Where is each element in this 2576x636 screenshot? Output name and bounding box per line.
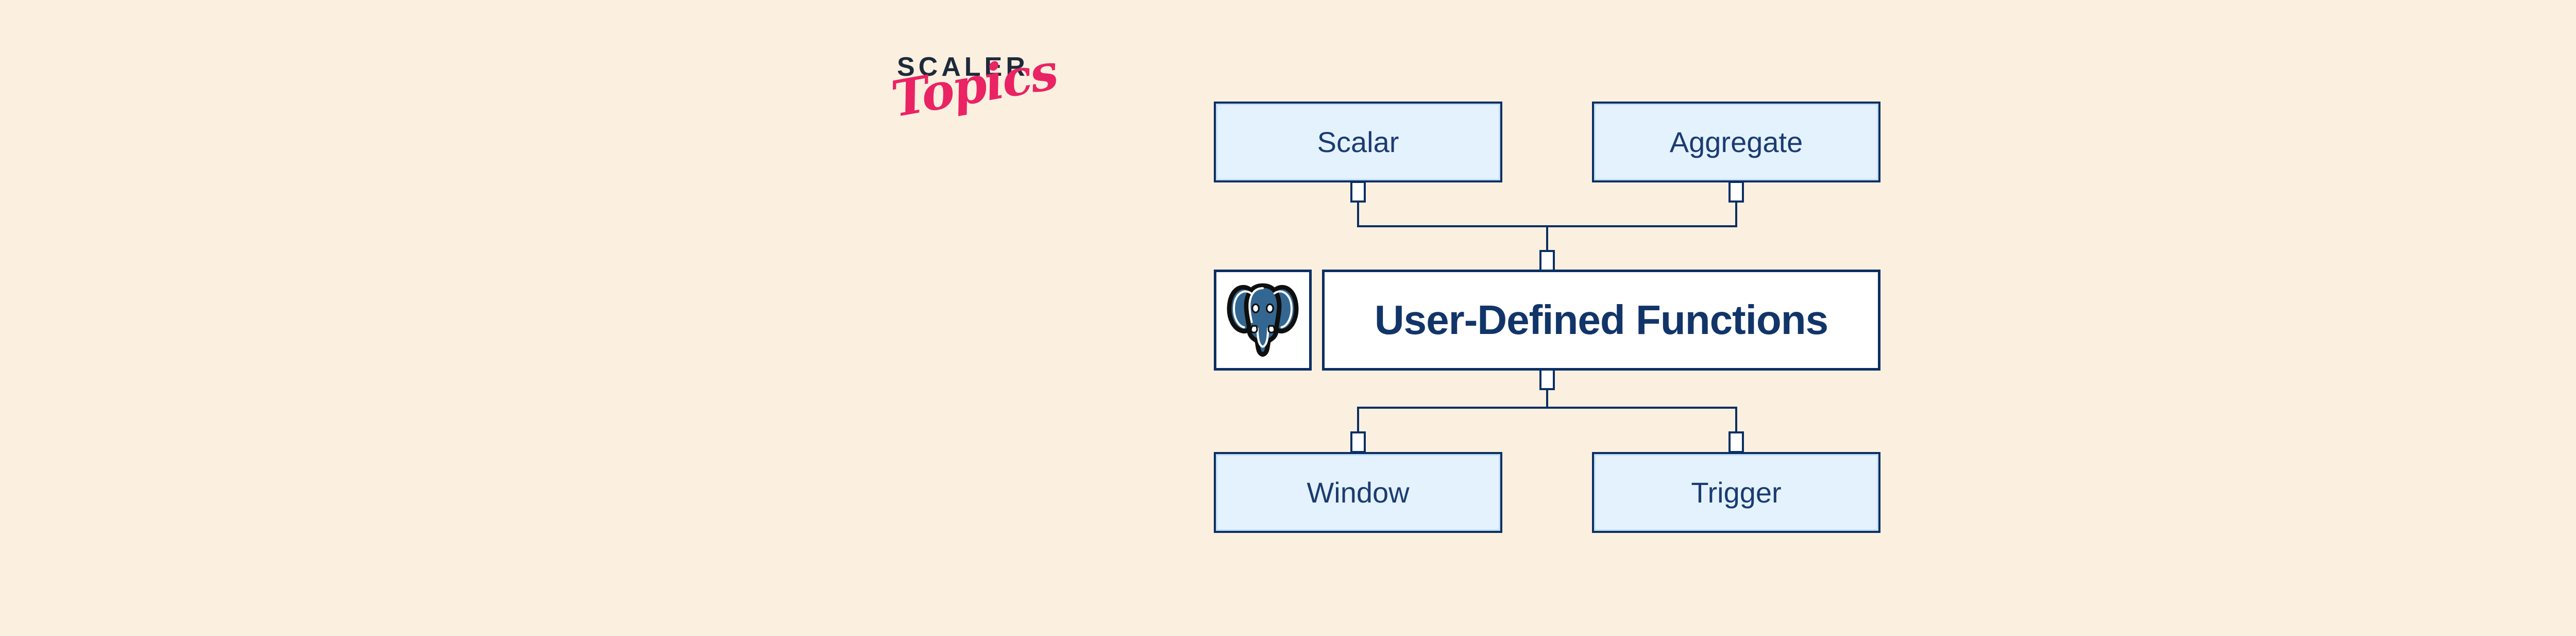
node-window: Window [1214, 452, 1502, 533]
node-trigger: Trigger [1592, 452, 1880, 533]
connector-scalar-drop [1357, 203, 1359, 227]
connector-bottom-horizontal [1357, 407, 1737, 409]
connector-top-horizontal [1357, 225, 1737, 227]
connector-aggregate-drop [1735, 203, 1737, 227]
connector-window-drop [1357, 409, 1359, 432]
node-user-defined-functions: User-Defined Functions [1322, 270, 1880, 371]
port-udf-top [1539, 250, 1555, 272]
port-trigger-top [1728, 431, 1744, 453]
node-aggregate: Aggregate [1592, 102, 1880, 182]
port-udf-bottom [1539, 369, 1555, 390]
node-scalar-label: Scalar [1317, 126, 1399, 158]
postgresql-logo-box [1214, 270, 1312, 371]
connector-trigger-drop [1735, 409, 1737, 432]
connector-top-stem [1546, 227, 1548, 252]
port-window-top [1350, 431, 1366, 453]
postgresql-elephant-icon [1227, 283, 1299, 357]
node-user-defined-functions-label: User-Defined Functions [1374, 297, 1828, 343]
node-scalar: Scalar [1214, 102, 1502, 182]
node-window-label: Window [1307, 476, 1410, 509]
port-scalar-bottom [1350, 181, 1366, 203]
port-aggregate-bottom [1728, 181, 1744, 203]
node-aggregate-label: Aggregate [1669, 126, 1803, 158]
scaler-brand-name: SCALER [897, 52, 1029, 82]
node-trigger-label: Trigger [1691, 476, 1782, 509]
connector-bottom-stem [1546, 389, 1548, 409]
